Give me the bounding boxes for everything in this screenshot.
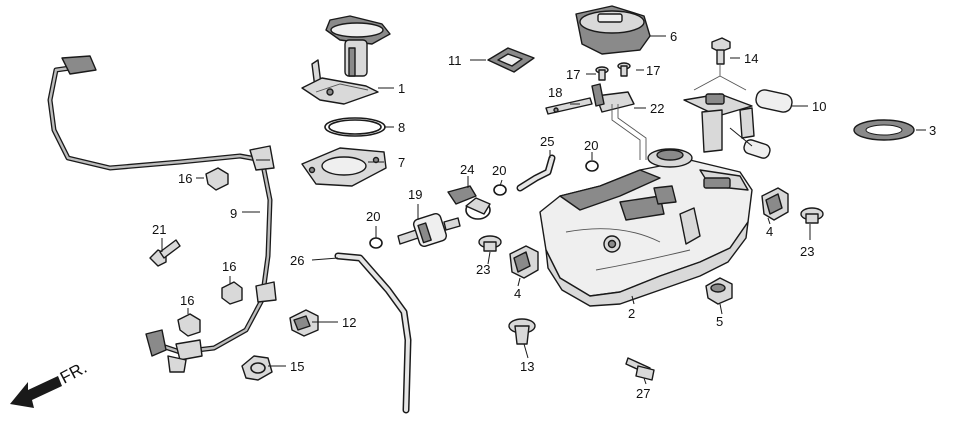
callout-12: 12 [342,315,356,330]
fuel-tank [539,148,753,307]
leader-lines [161,35,926,385]
callout-16-middle: 16 [222,259,236,274]
callout-5: 5 [716,314,723,329]
callout-27: 27 [636,386,650,401]
clamp-12 [289,309,319,337]
callout-24: 24 [460,162,474,177]
wire-harness [47,55,277,373]
rubber-mount-4-left [509,245,539,279]
callout-17-left: 17 [566,67,580,82]
bolt-21 [149,239,181,267]
fuel-cap [575,5,651,55]
callout-13: 13 [520,359,534,374]
callout-15: 15 [290,359,304,374]
grommet-16-middle [221,281,243,305]
callout-9: 9 [230,206,237,221]
callout-14: 14 [744,51,758,66]
callout-19: 19 [408,187,422,202]
callout-22: 22 [650,101,664,116]
callout-16-top: 16 [178,171,192,186]
callout-26: 26 [290,253,304,268]
gasket-plate-11 [487,47,535,73]
callout-3: 3 [929,123,936,138]
fuel-hose-25 [516,154,556,192]
callout-8: 8 [398,120,405,135]
fuel-pump [301,15,391,105]
hose-clip-20-middle [493,184,507,196]
callout-10: 10 [812,99,826,114]
callout-6: 6 [670,29,677,44]
collar-13 [508,318,536,345]
callout-17-right: 17 [646,63,660,78]
grommet-16-top [205,167,229,191]
hose-clip-20-left [369,237,383,249]
rubber-mount-4-right [761,187,789,221]
callout-18: 18 [548,85,562,100]
callout-20-right: 20 [584,138,598,153]
callout-20-middle: 20 [492,163,506,178]
front-direction-label: FR. [57,358,90,388]
pump-gasket [324,117,386,137]
callout-23-right: 23 [800,244,814,259]
callout-23-left: 23 [476,262,490,277]
callout-25: 25 [540,134,554,149]
bracket-22 [591,83,647,160]
collar-23-left [478,235,502,252]
pump-set-plate [301,147,387,187]
callout-numbers: 1 2 3 4 4 5 6 7 8 9 10 11 12 13 14 15 16… [152,29,936,401]
callout-1: 1 [398,81,405,96]
callout-4-left: 4 [514,286,521,301]
bolt-27 [625,357,655,381]
callout-4-right: 4 [766,224,773,239]
fuel-level-sensor [683,89,793,159]
bolt-17-left [595,66,609,81]
grommet-5 [705,277,733,305]
front-direction-arrow: FR. [10,358,90,408]
hose-clip-20-right [585,160,599,172]
hose-clamp-24 [447,185,491,220]
fuel-cap-ring [853,119,915,141]
fuel-hose-26 [334,252,412,414]
bolt-17-right [617,62,631,77]
bracket-18 [545,97,593,115]
fuel-filter [397,212,461,248]
grommet-16-bottom [177,313,201,337]
callout-7: 7 [398,155,405,170]
callout-21: 21 [152,222,166,237]
callout-16-bottom: 16 [180,293,194,308]
collar-23-right [800,207,824,224]
clamp-15 [241,355,273,381]
callout-2: 2 [628,306,635,321]
bolt-14 [693,37,747,91]
callout-20-left: 20 [366,209,380,224]
callout-11: 11 [448,53,462,68]
